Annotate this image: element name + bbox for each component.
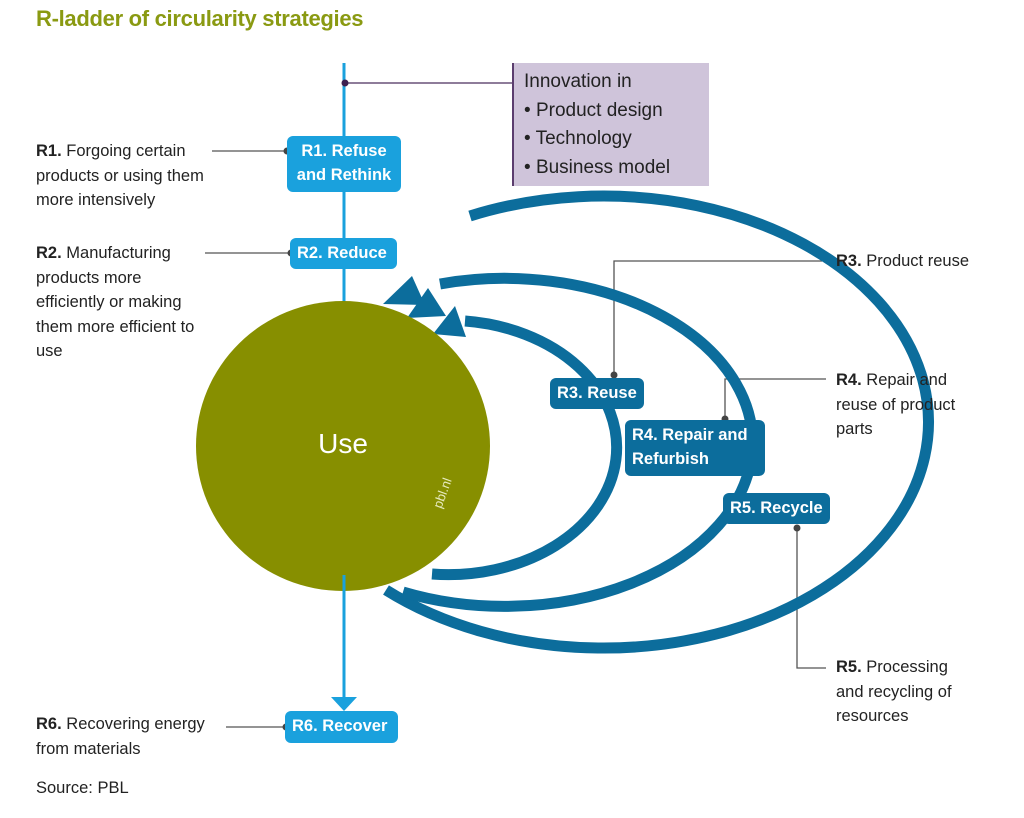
r5-connector	[796, 526, 826, 669]
innovation-item: Business model	[524, 154, 699, 183]
r5-box: R5. Recycle	[723, 493, 830, 524]
r4-description: R4. Repair and reuse of product parts	[836, 368, 986, 442]
r1-text: Forgoing certain products or using them …	[36, 142, 204, 209]
r4-text: Repair and reuse of product parts	[836, 371, 956, 438]
source-note: Source: PBL	[36, 779, 129, 797]
r4-connector	[724, 378, 826, 421]
r3-description: R3. Product reuse	[836, 249, 1006, 274]
r5-description: R5. Processing and recycling of resource…	[836, 655, 976, 729]
r1-key: R1.	[36, 142, 62, 160]
r2-key: R2.	[36, 244, 62, 262]
r4-arrowhead-icon	[407, 288, 446, 318]
r1-box: R1. Refuse and Rethink	[287, 136, 401, 192]
r3-key: R3.	[836, 252, 862, 270]
r6-box: R6. Recover	[285, 711, 398, 743]
r2-description: R2. Manufacturing products more efficien…	[36, 241, 206, 364]
r4-key: R4.	[836, 371, 862, 389]
r1-description: R1. Forgoing certain products or using t…	[36, 139, 221, 213]
r2-box: R2. Reduce	[290, 238, 397, 269]
r5-key: R5.	[836, 658, 862, 676]
diagram-title: R-ladder of circularity strategies	[36, 6, 364, 31]
r3-box: R3. Reuse	[550, 378, 644, 409]
innovation-box: Innovation in Product design Technology …	[512, 63, 709, 186]
r3-loop-arrow	[431, 315, 623, 581]
r3-text: Product reuse	[866, 252, 970, 270]
r4-box: R4. Repair and Refurbish	[625, 420, 765, 476]
r2-text: Manufacturing products more efficiently …	[36, 244, 195, 360]
r5-loop-arrow	[383, 190, 934, 654]
use-circle	[196, 301, 490, 591]
r6-description: R6. Recovering energy from materials	[36, 712, 231, 761]
innovation-heading: Innovation in	[524, 71, 632, 92]
r6-key: R6.	[36, 715, 62, 733]
r5-text: Processing and recycling of resources	[836, 658, 952, 725]
innovation-item: Technology	[524, 125, 699, 154]
arrow-down-icon	[331, 697, 357, 711]
r3-arrowhead-icon	[433, 306, 466, 337]
innovation-item: Product design	[524, 97, 699, 126]
r3-connector	[613, 260, 822, 378]
r5-arrowhead-icon	[383, 276, 425, 305]
use-label: Use	[318, 428, 368, 459]
r6-text: Recovering energy from materials	[36, 715, 205, 758]
